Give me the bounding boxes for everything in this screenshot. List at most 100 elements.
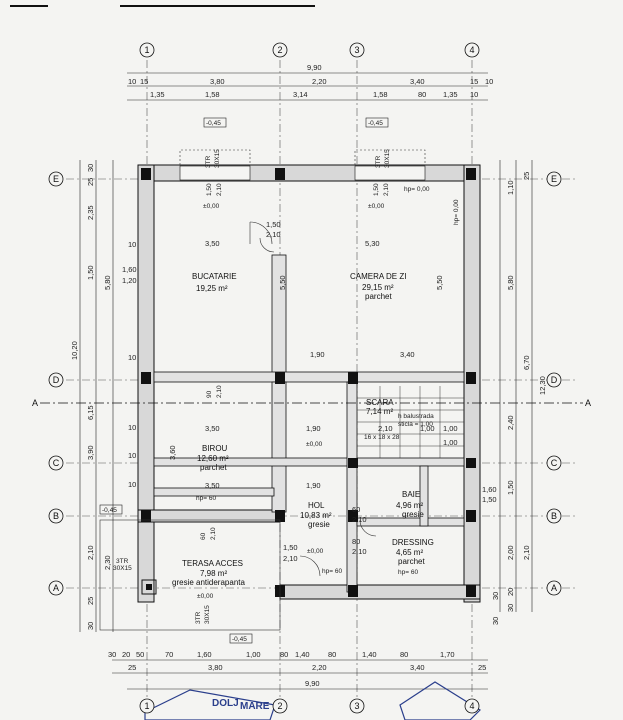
bottom-dimension-chains bbox=[112, 659, 488, 690]
room-finish-office: parchet bbox=[200, 463, 227, 472]
right-dim-4: 1,50 bbox=[506, 480, 515, 495]
top-dim-c: 3,80 bbox=[210, 77, 225, 86]
svg-text:h balustrada: h balustrada bbox=[398, 413, 434, 420]
svg-text:3TR: 3TR bbox=[205, 155, 212, 168]
axis-bubble-col-3-1: 3 bbox=[349, 698, 365, 714]
dim-stair-3: 1,00 bbox=[420, 424, 435, 433]
level-tag-1: -0,45 bbox=[206, 120, 221, 127]
left-dim-8: 2,10 bbox=[86, 545, 95, 560]
room-name-living: CAMERA DE ZI bbox=[350, 272, 406, 281]
room-name-stair: SCARA bbox=[366, 398, 394, 407]
left-dimension-chains bbox=[79, 160, 114, 632]
dim-hall-w2: 1,90 bbox=[306, 481, 321, 490]
svg-text:3TR: 3TR bbox=[375, 155, 382, 168]
bottom-dim-5: 1,60 bbox=[197, 650, 212, 659]
svg-text:MARE: MARE bbox=[240, 701, 270, 712]
axis-bubble-row-D-0: D bbox=[48, 372, 64, 388]
right-dim-6: 20 bbox=[506, 588, 515, 596]
room-name-office: BIROU bbox=[202, 444, 228, 453]
room-name-bath: BAIE bbox=[402, 490, 420, 499]
bottom2-dim-2: 3,80 bbox=[208, 663, 223, 672]
structural-columns bbox=[141, 168, 476, 597]
hp-right: hp= 0,00 bbox=[453, 199, 460, 225]
bottom2-dim-4: 3,40 bbox=[410, 663, 425, 672]
left-wall-10-e: 10 bbox=[128, 480, 136, 489]
room-area-office: 12,60 m² bbox=[197, 454, 229, 463]
exterior-walls bbox=[137, 164, 481, 603]
svg-text:3: 3 bbox=[354, 45, 359, 55]
svg-text:2,10: 2,10 bbox=[383, 183, 390, 196]
axis-bubble-row-E-1: E bbox=[546, 171, 562, 187]
axis-bubble-row-D-1: D bbox=[546, 372, 562, 388]
svg-text:sticla = 1,00: sticla = 1,00 bbox=[398, 421, 433, 428]
right-b-3: 2,10 bbox=[522, 545, 531, 560]
dim-stair-1: 1,00 bbox=[443, 424, 458, 433]
interior-dimensions: 3,50 5,30 5,50 5,50 1,90 3,40 3,50 3,60 … bbox=[168, 220, 497, 563]
left-dim-4: 5,80 bbox=[103, 275, 112, 290]
room-finish-dressing: parchet bbox=[398, 557, 425, 566]
dim-living-bottom: 3,40 bbox=[400, 350, 415, 359]
bottom2-dim-3: 2,20 bbox=[312, 663, 327, 672]
svg-text:E: E bbox=[53, 174, 59, 184]
left-dim-9: 2,30 bbox=[103, 555, 112, 570]
room-area-bath: 4,96 m² bbox=[396, 501, 423, 510]
bottom-dim-9: 80 bbox=[328, 650, 336, 659]
left-dim-7: 3,90 bbox=[86, 445, 95, 460]
axis-bubble-col-1-1: 1 bbox=[139, 698, 155, 714]
svg-text:A: A bbox=[551, 583, 557, 593]
dim-door4-a: 60 bbox=[352, 505, 360, 514]
room-finish-living: parchet bbox=[365, 292, 392, 301]
room-name-dressing: DRESSING bbox=[392, 538, 434, 547]
official-stamps: DOLJ MARE bbox=[144, 681, 481, 720]
svg-text:D: D bbox=[53, 375, 60, 385]
svg-text:C: C bbox=[551, 458, 558, 468]
door-swings bbox=[179, 149, 426, 577]
level-hall-b: ±0,00 bbox=[307, 548, 324, 555]
bottom-dim-8: 1,40 bbox=[295, 650, 310, 659]
right-b-2: 6,70 bbox=[522, 355, 531, 370]
hp-hall: hp= 60 bbox=[322, 568, 342, 575]
axis-bubble-row-C-0: C bbox=[48, 455, 64, 471]
axis-bubble-col-3-0: 3 bbox=[349, 42, 365, 58]
svg-text:2: 2 bbox=[277, 45, 282, 55]
section-marker-left: A bbox=[32, 398, 38, 408]
axis-bubble-col-2-1: 2 bbox=[272, 698, 288, 714]
top-dim-g: 10 bbox=[485, 77, 493, 86]
axis-bubble-col-1-0: 1 bbox=[139, 42, 155, 58]
svg-text:90: 90 bbox=[206, 390, 213, 398]
room-area-terrace: 7,98 m² bbox=[200, 569, 227, 578]
dim-door4-b: 2,10 bbox=[352, 515, 367, 524]
left-wall-10-c: 10 bbox=[128, 423, 136, 432]
svg-text:60: 60 bbox=[200, 532, 207, 540]
svg-text:3: 3 bbox=[354, 701, 359, 711]
stair-notes: h balustrada sticla = 1,00 16 x 18 x 28 bbox=[364, 413, 434, 441]
svg-text:1,50: 1,50 bbox=[373, 183, 380, 196]
left-dim-3: 2,35 bbox=[86, 205, 95, 220]
top-overall-dim: 9,90 bbox=[307, 63, 322, 72]
dim-office-width: 3,50 bbox=[205, 424, 220, 433]
top-dim-f: 15 bbox=[470, 77, 478, 86]
room-finish-hall: gresie bbox=[308, 520, 330, 529]
axis-bubble-row-E-0: E bbox=[48, 171, 64, 187]
svg-text:16 x 18 x 28: 16 x 18 x 28 bbox=[364, 434, 400, 441]
svg-text:D: D bbox=[551, 375, 558, 385]
dim-door3-a: 80 bbox=[352, 537, 360, 546]
left-dim-10: 25 bbox=[86, 597, 95, 605]
dim-kitchen-width: 3,50 bbox=[205, 239, 220, 248]
interior-walls bbox=[153, 254, 465, 593]
svg-text:1: 1 bbox=[144, 45, 149, 55]
bottom-dim-1: 30 bbox=[108, 650, 116, 659]
svg-text:30X15: 30X15 bbox=[204, 605, 211, 624]
right-dim-1: 1,10 bbox=[506, 180, 515, 195]
svg-text:3TR: 3TR bbox=[116, 558, 129, 565]
top3-dim-b: 1,58 bbox=[205, 90, 220, 99]
svg-text:2,10: 2,10 bbox=[216, 183, 223, 196]
svg-text:30X15: 30X15 bbox=[384, 149, 391, 168]
level-bottom: -0,45 bbox=[232, 636, 247, 643]
left-dim-11: 30 bbox=[86, 622, 95, 630]
dim-door2-a: 1,50 bbox=[283, 543, 298, 552]
left-overall: 10,20 bbox=[70, 341, 79, 360]
hp-dressing: hp= 60 bbox=[398, 569, 418, 576]
